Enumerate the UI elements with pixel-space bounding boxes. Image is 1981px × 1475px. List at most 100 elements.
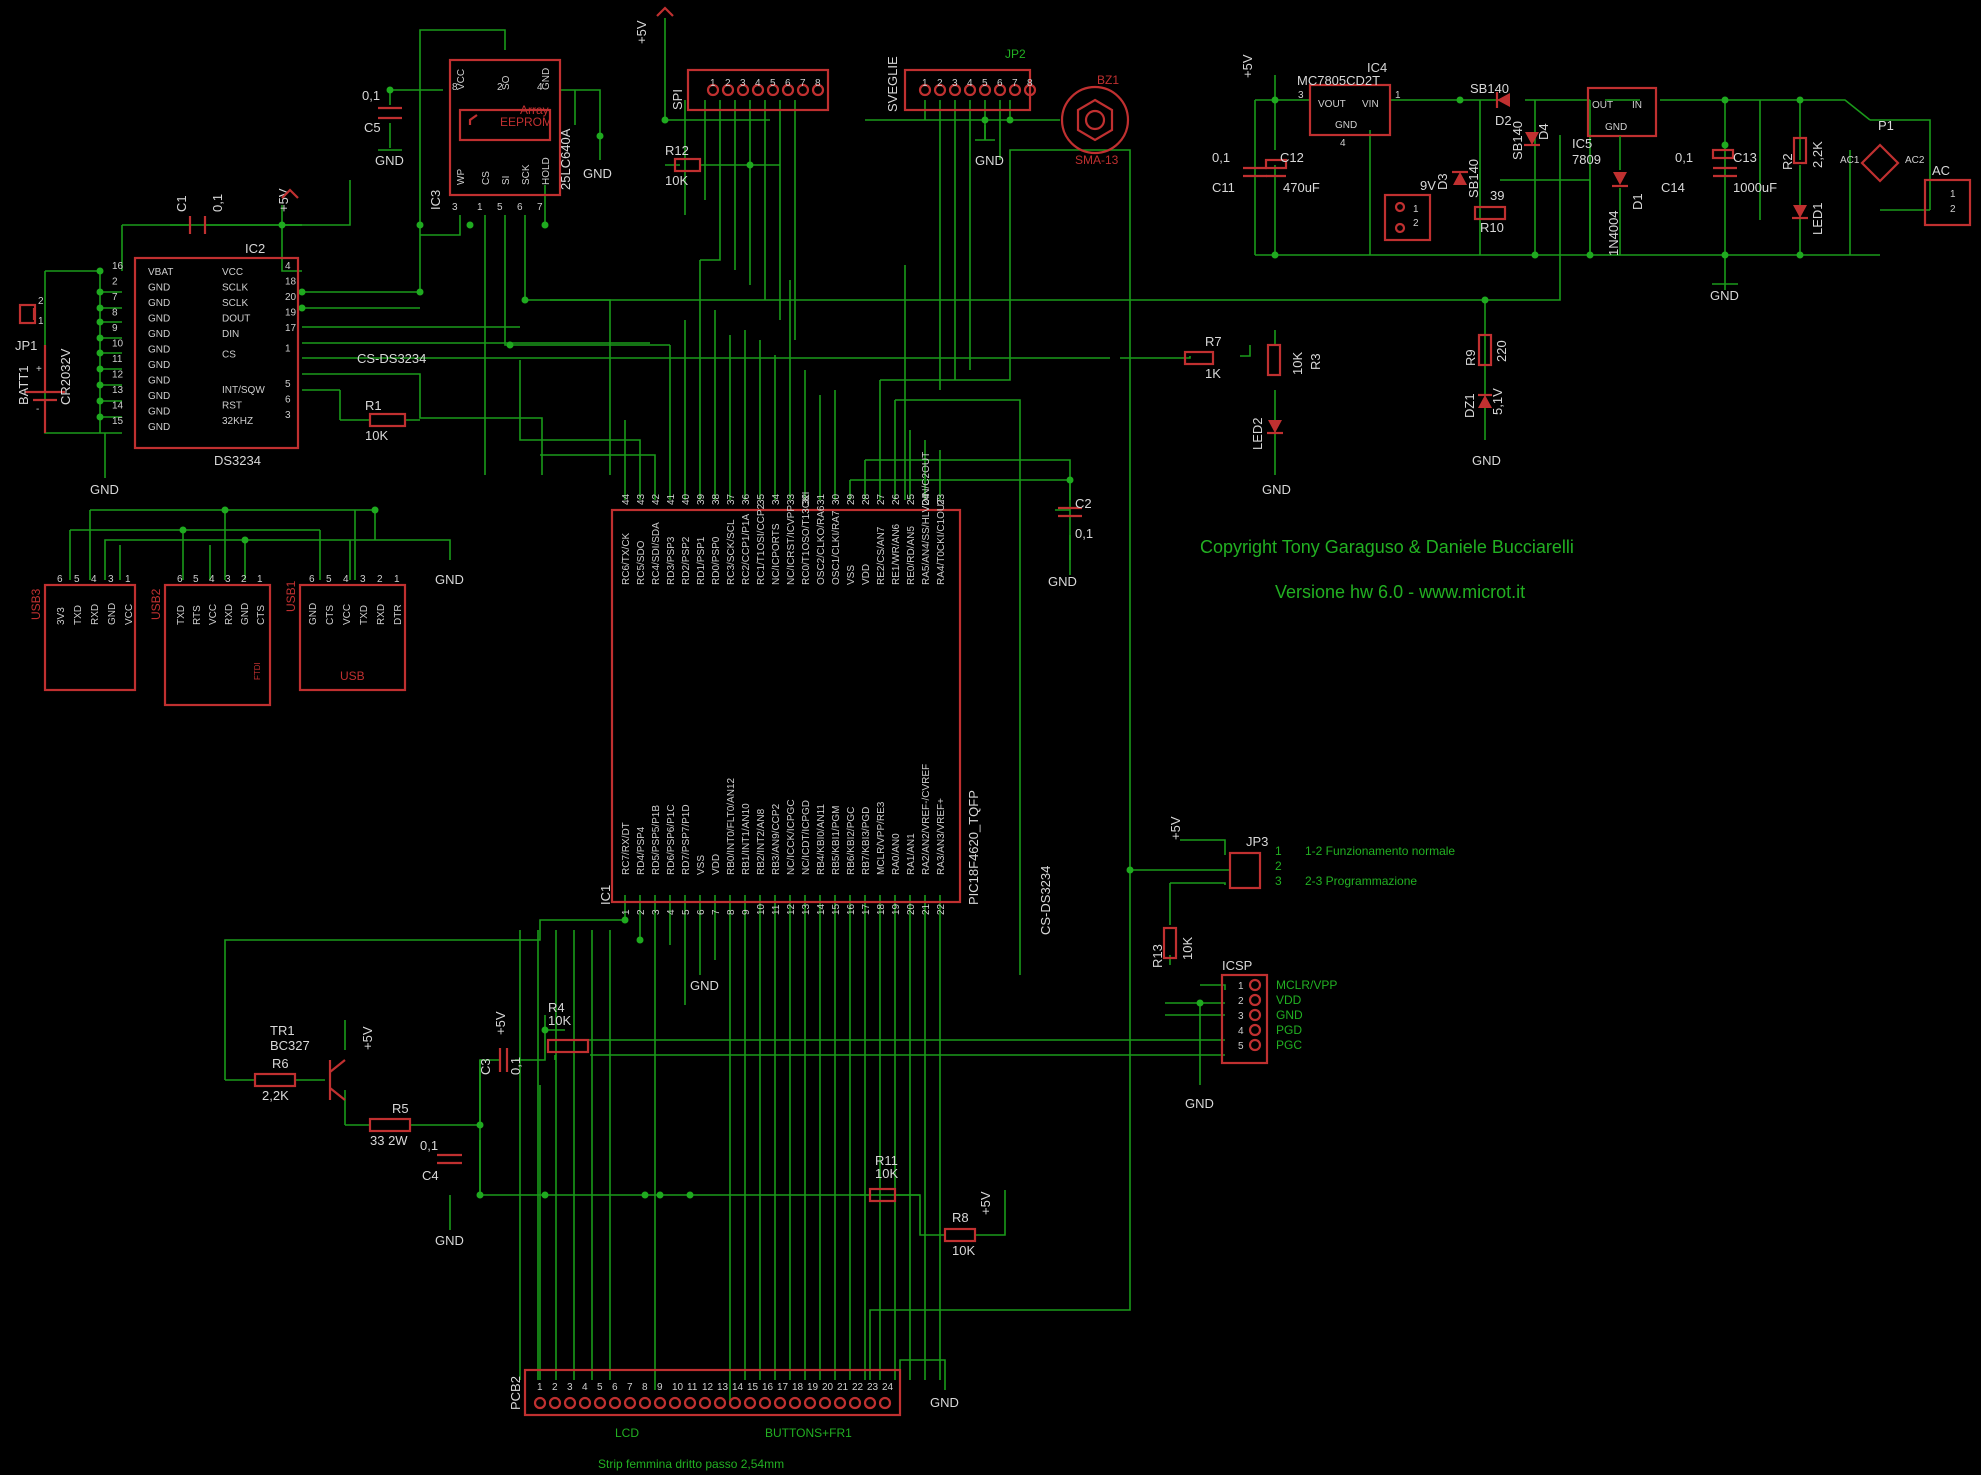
ic1-pin-number: 20 <box>906 903 917 915</box>
pcb2-pin-number: 24 <box>882 1382 894 1393</box>
pcb2-pin <box>638 1396 652 1410</box>
pcb2-pin-number: 9 <box>657 1382 663 1393</box>
ic1-pin-label: OSC2/CLKO/RA6 <box>816 505 827 585</box>
ic1-pin-label: RB1/INT1/AN10 <box>741 803 752 875</box>
usb2-tag: FTDI <box>253 662 262 680</box>
usb3-pin-label: TXD <box>73 605 84 625</box>
vcc-label-c3: +5V <box>493 1011 508 1035</box>
ic2-pin-label: CS <box>222 350 236 361</box>
d1-name: D1 <box>1630 193 1645 210</box>
ic4-pin4: 4 <box>1340 138 1346 149</box>
capacitor-c13-c14: 0,1 C14 C13 1000uF <box>1661 148 1777 195</box>
jp2-pin-number: 7 <box>1012 78 1018 89</box>
dz1-value: 5,1V <box>1490 388 1505 415</box>
ic1-pin-number: 12 <box>786 903 797 915</box>
resistor-r13: R13 10K <box>1150 926 1195 968</box>
d4-name: D4 <box>1536 123 1551 140</box>
usb2-pin-number: 4 <box>209 574 215 585</box>
ic1-pin-label: RB3/AN9/CCP2 <box>771 803 782 875</box>
spi-pin-number: 8 <box>815 78 821 89</box>
ic1-pin-number: 29 <box>846 493 857 505</box>
gnd-symbol-jp2 <box>975 125 995 141</box>
ic1-pin-number: 14 <box>816 903 827 915</box>
ic5-out: OUT <box>1592 100 1613 111</box>
ic1-pin-label: RB0/INT0/FLT0/AN12 <box>726 777 737 875</box>
ic1-pin-number: 13 <box>801 903 812 915</box>
jack-9v: 9V 1 2 <box>1383 178 1436 242</box>
resistor-r5: R5 33 2W <box>368 1101 412 1148</box>
r2-name: R2 <box>1780 153 1795 170</box>
ic2-pin-number: 11 <box>112 354 123 365</box>
ic1-pin-label: RA1/AN1 <box>906 833 917 875</box>
usb1-pin-number: 3 <box>360 574 366 585</box>
ic1-part: PIC18F4620_TQFP <box>966 790 981 905</box>
ic1-pin-label: RC0/T1OSO/T13CKI <box>801 492 812 585</box>
usb1-pin-label: VCC <box>342 604 353 625</box>
spi-pin <box>766 83 780 97</box>
icsp-pin-label: VDD <box>1276 993 1302 1007</box>
c5-value: 0,1 <box>362 88 380 103</box>
pcb2-pin <box>653 1396 667 1410</box>
ic2-pin-number: 7 <box>112 292 118 303</box>
buzzer-bz1: BZ1 SMA-13 <box>1060 73 1130 167</box>
tr1-value: BC327 <box>270 1038 310 1053</box>
ic2-part: DS3234 <box>214 453 261 468</box>
c2-name: C2 <box>1075 496 1092 511</box>
r9-name: R9 <box>1463 349 1478 366</box>
r2-value: 2,2K <box>1810 141 1825 168</box>
ic1-pin-label: RD6/PSP6/P1C <box>666 804 677 875</box>
d4-value: SB140 <box>1510 121 1525 160</box>
jp2-name: JP2 <box>1005 47 1026 61</box>
ic1-pin-number: 8 <box>726 909 737 915</box>
pcb2-pin-number: 14 <box>732 1382 744 1393</box>
ic1-pin-number: 3 <box>651 909 662 915</box>
ic2-pin-number: 17 <box>285 323 297 334</box>
vcc-arrow-spi <box>656 6 674 17</box>
ic1-pin-number: 9 <box>741 909 752 915</box>
jack-pin2: 2 <box>1413 218 1419 229</box>
usb1-pin-label: GND <box>308 603 319 625</box>
usb3-pin-label: RXD <box>90 604 101 625</box>
ic3-pin-number: 6 <box>517 202 523 213</box>
usb3-pin-number: 6 <box>57 574 63 585</box>
ic5-gnd: GND <box>1605 122 1627 133</box>
ic2-pin-number: 14 <box>112 401 124 412</box>
ic1-pin-number: 7 <box>711 909 722 915</box>
pcb2-pin <box>548 1396 562 1410</box>
icsp-pin <box>1248 1038 1262 1052</box>
pcb2-pin <box>863 1396 877 1410</box>
ic2-pin-number: 15 <box>112 416 124 427</box>
battery-batt1: JP1 2 1 BATT1 CR2032V + - <box>15 296 73 433</box>
ic4-vin: VIN <box>1362 99 1379 110</box>
ic1-pin-number: 15 <box>831 903 842 915</box>
ic1-pin-label: RB6/KBI2/PGC <box>846 807 857 875</box>
spi-name: SPI <box>670 89 685 110</box>
gnd-label-c5: GND <box>375 153 404 168</box>
gnd-label-icsp: GND <box>1185 1096 1214 1111</box>
icsp-pin-label: PGD <box>1276 1023 1302 1037</box>
ic2-pin-number: 8 <box>112 308 118 319</box>
usb2-pin-number: 3 <box>225 574 231 585</box>
spi-pin <box>721 83 735 97</box>
ic2-pin-label: GND <box>148 283 170 294</box>
ic3-pin-label: SCK <box>521 164 532 185</box>
usb1-pin-label: TXD <box>359 605 370 625</box>
r8-name: R8 <box>952 1210 969 1225</box>
pcb2-pin <box>848 1396 862 1410</box>
ic1-pin-number: 25 <box>906 493 917 505</box>
pcb2-pin <box>698 1396 712 1410</box>
d2-value: SB140 <box>1470 81 1509 96</box>
c13-name: C13 <box>1733 150 1757 165</box>
ic3-pin-number: 1 <box>477 202 483 213</box>
pcb2-strip: Strip femmina dritto passo 2,54mm <box>598 1457 784 1471</box>
ic2-pin-number: 1 <box>285 344 291 355</box>
p1-ac2: AC2 <box>1905 155 1925 166</box>
jp2-pin <box>933 83 947 97</box>
ic2-pin-label: GND <box>148 422 170 433</box>
ic2-pin-label: GND <box>148 329 170 340</box>
capacitor-c3: C3 0,1 +5V <box>478 1011 523 1075</box>
ic1-pin-number: 17 <box>861 903 872 915</box>
ic1-pin-label: RC3/SCK/SCL <box>726 519 737 585</box>
